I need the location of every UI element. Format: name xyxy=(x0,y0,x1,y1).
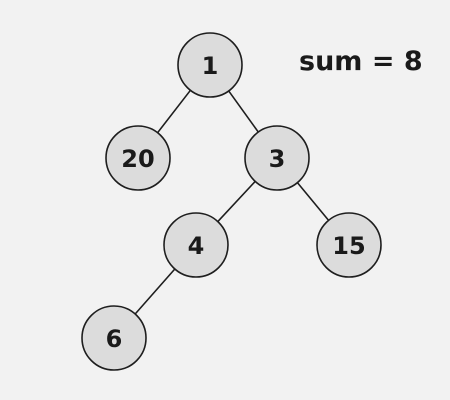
node-circle xyxy=(244,125,310,191)
tree-node: 3 xyxy=(244,125,310,191)
sum-annotation: sum = 8 xyxy=(299,46,423,77)
tree-edge xyxy=(296,182,330,221)
tree-edge xyxy=(228,90,259,133)
tree-edge xyxy=(134,268,176,315)
node-label: 4 xyxy=(188,232,205,260)
nodes-layer: 1 20 3 4 15 6 xyxy=(81,32,382,371)
tree-node: 1 xyxy=(177,32,243,98)
edges-layer xyxy=(134,89,330,315)
tree-node: 6 xyxy=(81,305,147,371)
node-label: 6 xyxy=(106,325,123,353)
tree-node: 4 xyxy=(163,212,229,278)
tree-node: 15 xyxy=(316,212,382,278)
tree-node: 20 xyxy=(105,125,171,191)
node-circle xyxy=(316,212,382,278)
node-label: 3 xyxy=(269,145,286,173)
node-circle xyxy=(81,305,147,371)
tree-edge xyxy=(217,180,256,223)
node-circle xyxy=(163,212,229,278)
node-label: 1 xyxy=(202,52,219,80)
node-label: 20 xyxy=(121,145,154,173)
node-circle xyxy=(177,32,243,98)
node-label: 15 xyxy=(332,232,365,260)
tree-edge xyxy=(156,89,192,134)
node-circle xyxy=(105,125,171,191)
